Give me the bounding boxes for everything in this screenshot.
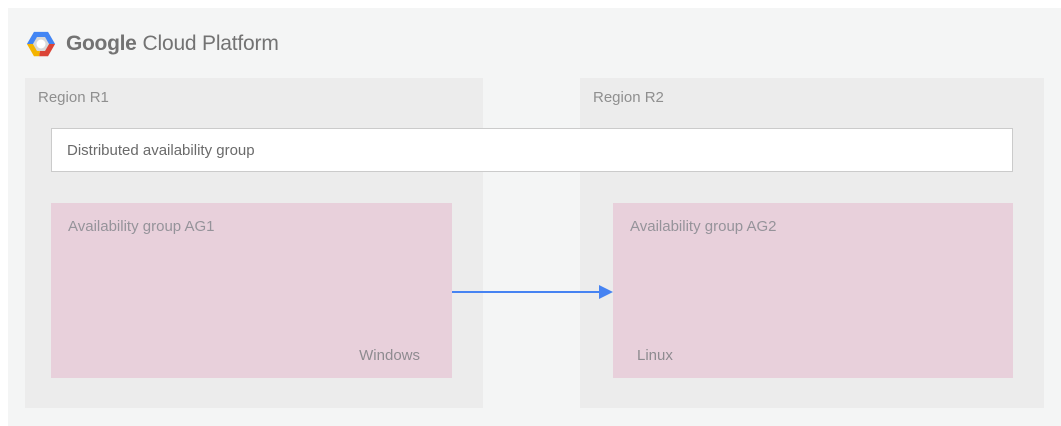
logo-brand-text: Google <box>66 32 137 55</box>
ag2-os-label: Linux <box>637 347 673 364</box>
replication-arrow <box>452 285 613 299</box>
gcp-logo: Google Cloud Platform <box>26 20 279 68</box>
distributed-availability-group-label: Distributed availability group <box>67 141 255 159</box>
distributed-availability-group-box: Distributed availability group <box>51 128 1013 172</box>
availability-group-ag2-label: Availability group AG2 <box>630 218 777 235</box>
gcp-diagram-canvas: Google Cloud Platform Region R1 Region R… <box>8 8 1061 426</box>
arrow-head-icon <box>599 285 613 299</box>
region-r1-label: Region R1 <box>38 89 109 106</box>
region-r2-label: Region R2 <box>593 89 664 106</box>
ag1-os-label: Windows <box>359 347 420 364</box>
availability-group-ag1-box: Availability group AG1 Windows <box>51 203 452 378</box>
availability-group-ag1-label: Availability group AG1 <box>68 218 215 235</box>
logo-product-text: Cloud Platform <box>142 32 279 55</box>
arrow-line <box>452 291 601 293</box>
availability-group-ag2-box: Availability group AG2 Linux <box>613 203 1013 378</box>
gcp-hexagon-icon <box>26 31 56 57</box>
